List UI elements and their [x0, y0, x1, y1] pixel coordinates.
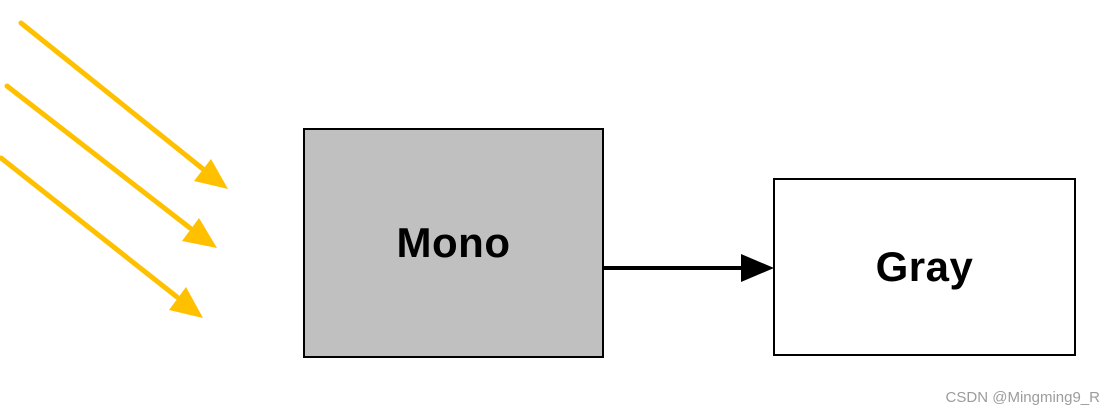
watermark: CSDN @Mingming9_R	[945, 389, 1100, 406]
light-ray-arrow-3	[0, 155, 203, 318]
light-ray-arrowhead	[169, 287, 203, 318]
node-gray: Gray	[773, 178, 1076, 356]
light-ray-line	[0, 155, 180, 300]
node-mono: Mono	[303, 128, 604, 358]
node-mono-label: Mono	[396, 219, 511, 266]
mono-to-gray-arrow	[604, 254, 774, 282]
light-ray-line	[18, 20, 206, 172]
connector-arrowhead	[741, 254, 774, 282]
node-gray-label: Gray	[875, 243, 974, 290]
light-ray-arrowhead	[182, 218, 217, 248]
light-ray-arrow-1	[18, 20, 228, 189]
light-ray-arrow-2	[4, 83, 217, 248]
light-ray-arrowhead	[194, 159, 228, 189]
light-ray-line	[4, 83, 193, 231]
